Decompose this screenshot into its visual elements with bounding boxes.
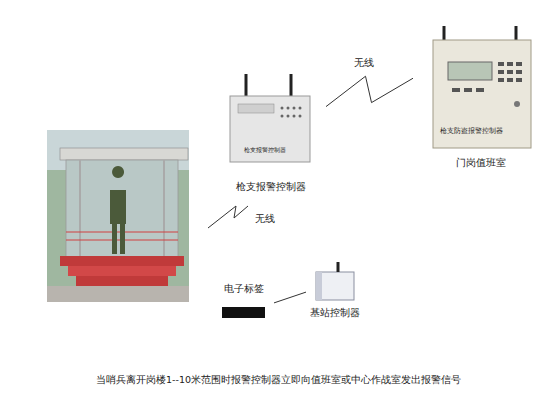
device-node: 枪支报警控制器 — [226, 70, 316, 192]
edge-label: 无线 — [353, 56, 375, 70]
device-node: 电子标签 — [218, 282, 270, 320]
device-label: 枪支报警控制器 — [226, 180, 316, 194]
link-line — [274, 292, 306, 303]
text-label: 枪支防盗报警控制器 — [440, 126, 503, 136]
wireless-symbol — [208, 206, 248, 228]
wireless-link — [326, 76, 413, 106]
host-device — [433, 26, 531, 148]
guard-booth-photo — [47, 130, 189, 302]
device-node: 基站控制器 — [302, 258, 368, 320]
controller-device — [230, 74, 310, 162]
text-label: 无线 — [255, 212, 275, 226]
device-label: 基站控制器 — [302, 306, 368, 320]
base-station-device — [316, 262, 354, 300]
device-label: 电子标签 — [218, 282, 270, 296]
device-label: 门岗值班室 — [425, 156, 537, 170]
device-node: 门岗值班室 — [425, 22, 537, 170]
electronic-tag — [222, 307, 265, 318]
text-label: 枪支报警控制器 — [244, 146, 286, 155]
caption: 当哨兵离开岗楼1--10米范围时报警控制器立即向值班室或中心作战室发出报警信号 — [0, 374, 557, 387]
